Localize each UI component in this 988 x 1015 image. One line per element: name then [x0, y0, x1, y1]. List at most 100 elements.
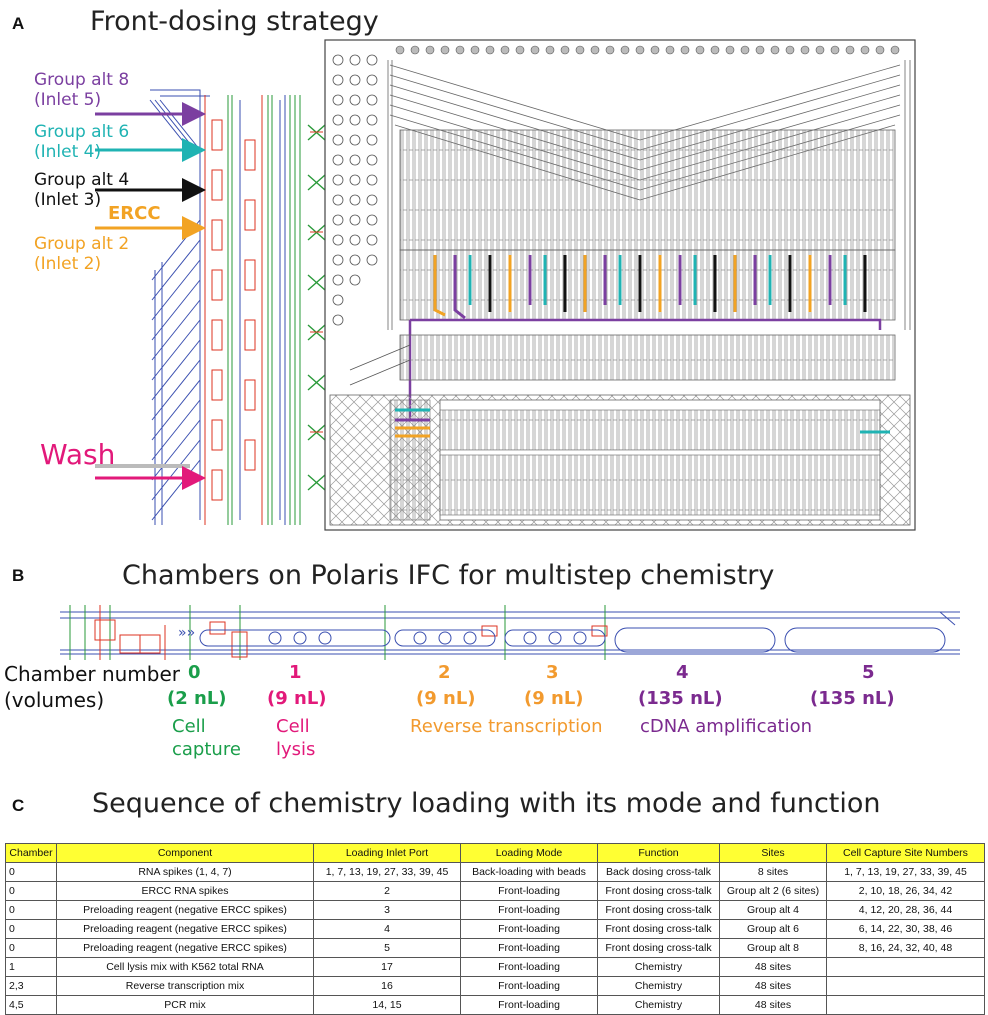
- cell-component: Preloading reagent (negative ERCC spikes…: [56, 938, 314, 958]
- valve-lines: [204, 95, 326, 525]
- front-dosing-schematic: [95, 39, 916, 531]
- cell-component: PCR mix: [56, 995, 314, 1015]
- cell-loading-mode: Front-loading: [460, 938, 598, 958]
- chamber-1-volume: (9 nL): [267, 688, 327, 709]
- cell-chamber: 0: [5, 900, 57, 920]
- panel-b-letter: B: [12, 566, 25, 585]
- panel-b-title: Chambers on Polaris IFC for multistep ch…: [122, 560, 775, 591]
- cell-site-numbers: [826, 995, 985, 1015]
- cell-chamber: 0: [5, 881, 57, 901]
- table-row: 0 Preloading reagent (negative ERCC spik…: [5, 919, 985, 939]
- cell-inlet-port: 17: [313, 957, 461, 977]
- label-group-alt-6: Group alt 6 (Inlet 4): [34, 122, 130, 163]
- label-group-alt-8: Group alt 8 (Inlet 5): [34, 70, 130, 111]
- chamber-4-number: 4: [676, 662, 689, 683]
- cell-component: ERCC RNA spikes: [56, 881, 314, 901]
- cell-chamber: 4,5: [5, 995, 57, 1015]
- chamber-2-volume: (9 nL): [416, 688, 476, 709]
- table-row: 4,5 PCR mix 14, 15 Front-loading Chemist…: [5, 995, 985, 1015]
- cell-loading-mode: Front-loading: [460, 957, 598, 977]
- cell-site-numbers: 2, 10, 18, 26, 34, 42: [826, 881, 985, 901]
- chamber-0-volume: (2 nL): [167, 688, 227, 709]
- panel-c-letter: C: [12, 796, 25, 815]
- inlet-manifold: [149, 89, 286, 525]
- loading-sequence-table: Chamber Component Loading Inlet Port Loa…: [5, 843, 985, 1015]
- label-group-alt-4: Group alt 4 (Inlet 3): [34, 170, 130, 211]
- cell-inlet-port: 4: [313, 919, 461, 939]
- table-row: 0 Preloading reagent (negative ERCC spik…: [5, 938, 985, 958]
- cell-sites: 48 sites: [719, 957, 827, 977]
- chamber-1-number: 1: [289, 662, 302, 683]
- cell-site-numbers: [826, 957, 985, 977]
- chamber-5-number: 5: [862, 662, 875, 683]
- header-cell-capture-site-numbers: Cell Capture Site Numbers: [826, 843, 985, 863]
- cell-sites: 48 sites: [719, 976, 827, 996]
- volumes-label: (volumes): [4, 688, 105, 712]
- cell-chamber: 0: [5, 938, 57, 958]
- header-function: Function: [597, 843, 720, 863]
- table-row: 1 Cell lysis mix with K562 total RNA 17 …: [5, 957, 985, 977]
- cell-site-numbers: [826, 976, 985, 996]
- header-chamber: Chamber: [5, 843, 57, 863]
- cell-site-numbers: 1, 7, 13, 19, 27, 33, 39, 45: [826, 862, 985, 882]
- table-row: 0 RNA spikes (1, 4, 7) 1, 7, 13, 19, 27,…: [5, 862, 985, 882]
- cell-loading-mode: Back-loading with beads: [460, 862, 598, 882]
- cell-inlet-port: 1, 7, 13, 19, 27, 33, 39, 45: [313, 862, 461, 882]
- cell-site-numbers: 6, 14, 22, 30, 38, 46: [826, 919, 985, 939]
- panel-a-title: Front-dosing strategy: [90, 6, 379, 37]
- svg-text:»»: »»: [178, 625, 195, 641]
- cell-inlet-port: 2: [313, 881, 461, 901]
- function-reverse-transcription: Reverse transcription: [410, 716, 603, 737]
- table-row: 2,3 Reverse transcription mix 16 Front-l…: [5, 976, 985, 996]
- cell-sites: Group alt 8: [719, 938, 827, 958]
- cell-sites: Group alt 6: [719, 919, 827, 939]
- cell-inlet-port: 14, 15: [313, 995, 461, 1015]
- chamber-3-number: 3: [546, 662, 559, 683]
- label-group-alt-2: Group alt 2 (Inlet 2): [34, 234, 130, 275]
- chamber-2-number: 2: [438, 662, 451, 683]
- cell-loading-mode: Front-loading: [460, 976, 598, 996]
- function-cell-capture: Cell capture: [172, 716, 241, 760]
- header-loading-inlet-port: Loading Inlet Port: [313, 843, 461, 863]
- chamber-number-label: Chamber number: [4, 662, 181, 686]
- cell-loading-mode: Front-loading: [460, 900, 598, 920]
- cell-function: Chemistry: [597, 976, 720, 996]
- chamber-0-number: 0: [188, 662, 201, 683]
- chamber-3-volume: (9 nL): [524, 688, 584, 709]
- cell-sites: 48 sites: [719, 995, 827, 1015]
- cell-sites: Group alt 2 (6 sites): [719, 881, 827, 901]
- cell-function: Back dosing cross-talk: [597, 862, 720, 882]
- cell-function: Front dosing cross-talk: [597, 919, 720, 939]
- cell-loading-mode: Front-loading: [460, 919, 598, 939]
- cell-chamber: 0: [5, 919, 57, 939]
- chamber-4-volume: (135 nL): [638, 688, 723, 709]
- cell-component: RNA spikes (1, 4, 7): [56, 862, 314, 882]
- table-row: 0 Preloading reagent (negative ERCC spik…: [5, 900, 985, 920]
- table-header-row: Chamber Component Loading Inlet Port Loa…: [5, 843, 985, 863]
- header-sites: Sites: [719, 843, 827, 863]
- cell-component: Preloading reagent (negative ERCC spikes…: [56, 900, 314, 920]
- label-ercc: ERCC: [108, 203, 161, 224]
- function-cell-lysis: Cell lysis: [276, 716, 316, 760]
- cell-loading-mode: Front-loading: [460, 995, 598, 1015]
- cell-inlet-port: 16: [313, 976, 461, 996]
- cell-sites: Group alt 4: [719, 900, 827, 920]
- table-row: 0 ERCC RNA spikes 2 Front-loading Front …: [5, 881, 985, 901]
- cell-function: Chemistry: [597, 957, 720, 977]
- cell-loading-mode: Front-loading: [460, 881, 598, 901]
- cell-site-numbers: 4, 12, 20, 28, 36, 44: [826, 900, 985, 920]
- cell-function: Chemistry: [597, 995, 720, 1015]
- header-loading-mode: Loading Mode: [460, 843, 598, 863]
- cell-chamber: 2,3: [5, 976, 57, 996]
- panel-c-title: Sequence of chemistry loading with its m…: [92, 788, 881, 819]
- cell-inlet-port: 5: [313, 938, 461, 958]
- cell-function: Front dosing cross-talk: [597, 938, 720, 958]
- cell-chamber: 0: [5, 862, 57, 882]
- cell-sites: 8 sites: [719, 862, 827, 882]
- cell-component: Cell lysis mix with K562 total RNA: [56, 957, 314, 977]
- cell-function: Front dosing cross-talk: [597, 881, 720, 901]
- panel-a-letter: A: [12, 14, 25, 33]
- function-cdna-amplification: cDNA amplification: [640, 716, 812, 737]
- ifc-chip: [324, 39, 916, 531]
- cell-component: Preloading reagent (negative ERCC spikes…: [56, 919, 314, 939]
